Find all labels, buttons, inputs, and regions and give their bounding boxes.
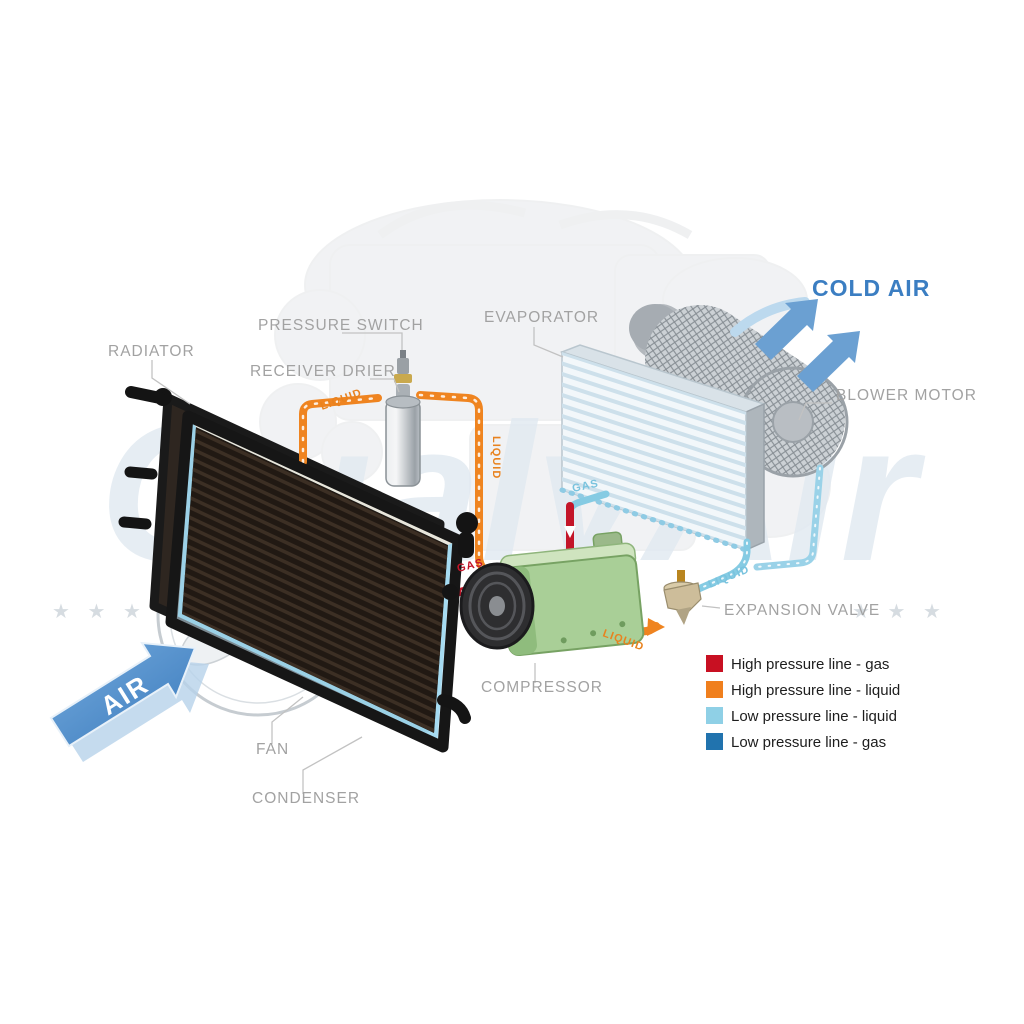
compressor-label: COMPRESSOR [481, 679, 603, 696]
legend-label-lp-liquid: Low pressure line - liquid [731, 708, 897, 725]
pressure-switch-label: PRESSURE SWITCH [258, 317, 424, 334]
legend-swatch-lp-liquid [706, 707, 723, 724]
blower-motor [629, 304, 849, 478]
expansion-valve [663, 570, 702, 625]
evaporator-label: EVAPORATOR [484, 309, 599, 326]
lp-gas-line-blower [753, 464, 824, 571]
fan-label: FAN [256, 741, 289, 758]
condenser [165, 410, 478, 753]
leader-lines [151, 327, 832, 794]
watermark-stars-right: ★ ★ ★ [852, 601, 947, 623]
legend-label-hp-gas: High pressure line - gas [731, 656, 889, 673]
blower-motor-label: BLOWER MOTOR [836, 387, 977, 404]
condenser-label: CONDENSER [252, 790, 360, 807]
legend: High pressure line - gas High pressure l… [706, 655, 900, 751]
legend-swatch-lp-gas [706, 733, 723, 750]
receiver-drier-label: RECEIVER DRIER [250, 363, 396, 380]
pressure-switch [394, 350, 412, 383]
legend-swatch-hp-gas [706, 655, 723, 672]
radiator-label: RADIATOR [108, 343, 195, 360]
watermark-stars-left: ★ ★ ★ [52, 601, 147, 623]
legend-label-lp-gas: Low pressure line - gas [731, 734, 886, 751]
cold-air-label: COLD AIR [812, 275, 930, 301]
expansion-valve-label: EXPANSION VALVE [724, 602, 880, 619]
legend-swatch-hp-liquid [706, 681, 723, 698]
compressor [459, 531, 645, 657]
legend-label-hp-liquid: High pressure line - liquid [731, 682, 900, 699]
flow-liquid-drop: LIQUID [490, 436, 502, 479]
evaporator [559, 344, 767, 553]
air-arrow: AIR [49, 641, 209, 762]
receiver-drier [385, 384, 421, 487]
flow-gas-evaporator: GAS [571, 478, 600, 495]
captions: RADIATOR PRESSURE SWITCH RECEIVER DRIER … [108, 309, 977, 807]
cold-air-arrows [730, 297, 860, 392]
